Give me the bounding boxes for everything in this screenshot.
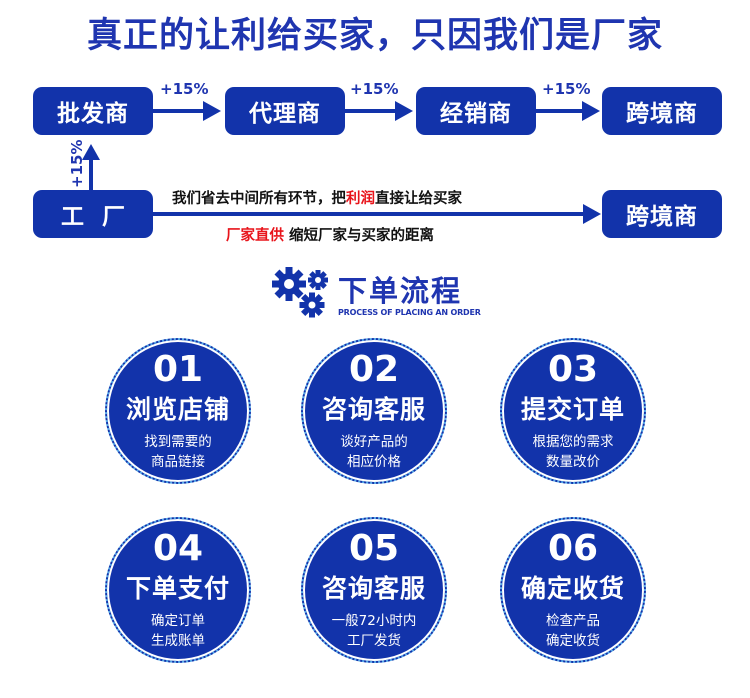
step-desc: 检查产品确定收货 xyxy=(502,611,644,651)
step-desc-line2: 工厂发货 xyxy=(347,633,401,649)
step-desc-line2: 确定收货 xyxy=(546,633,600,649)
factory-direct-highlight: 厂家直供 xyxy=(226,228,284,244)
step-circle-5: 05 咨询客服 一般72小时内工厂发货 xyxy=(301,517,447,663)
direct-text-after: 直接让给买家 xyxy=(375,191,462,207)
step-desc: 确定订单生成账单 xyxy=(107,611,249,651)
step-circle-4: 04 下单支付 确定订单生成账单 xyxy=(105,517,251,663)
page-headline: 真正的让利给买家，只因我们是厂家 xyxy=(86,16,663,56)
step-desc: 谈好产品的相应价格 xyxy=(303,432,445,472)
step-desc: 根据您的需求数量改价 xyxy=(502,432,644,472)
box-crossborder-top: 跨境商 xyxy=(602,87,722,135)
step-desc-line2: 商品链接 xyxy=(151,454,205,470)
step-title: 确定收货 xyxy=(520,574,625,603)
step-desc-line1: 根据您的需求 xyxy=(532,434,614,450)
step-desc-line2: 相应价格 xyxy=(347,454,401,470)
direct-line-bottom: 厂家直供 缩短厂家与买家的距离 xyxy=(226,224,434,245)
box-crossborder-bottom: 跨境商 xyxy=(602,190,722,238)
section-title: 下单流程 PROCESS OF PLACING AN ORDER xyxy=(270,262,510,322)
step-number: 01 xyxy=(152,349,204,390)
step-number: 02 xyxy=(348,349,400,390)
arrow-right-icon xyxy=(153,101,221,121)
step-number: 06 xyxy=(547,528,599,569)
box-distributor: 经销商 xyxy=(416,87,536,135)
step-title: 咨询客服 xyxy=(321,395,426,424)
profit-highlight: 利润 xyxy=(346,191,375,207)
step-title: 提交订单 xyxy=(520,395,625,424)
direct-text-before: 我们省去中间所有环节，把 xyxy=(172,191,346,207)
direct-arrow-icon xyxy=(153,204,601,224)
step-desc-line1: 检查产品 xyxy=(546,613,600,629)
markup-label: +15% xyxy=(160,80,209,98)
step-desc: 一般72小时内工厂发货 xyxy=(303,611,445,651)
step-desc-line1: 确定订单 xyxy=(151,613,205,629)
box-factory: 工厂 xyxy=(33,190,153,238)
markup-label: +15% xyxy=(350,80,399,98)
arrow-right-icon xyxy=(345,101,413,121)
step-number: 03 xyxy=(547,349,599,390)
step-circle-1: 01 浏览店铺 找到需要的商品链接 xyxy=(105,338,251,484)
box-wholesaler: 批发商 xyxy=(33,87,153,135)
step-desc-line2: 数量改价 xyxy=(546,454,600,470)
step-number: 04 xyxy=(152,528,204,569)
step-title: 咨询客服 xyxy=(321,574,426,603)
gears-icon xyxy=(272,267,328,318)
step-desc-line1: 找到需要的 xyxy=(144,434,212,450)
step-title: 下单支付 xyxy=(125,574,230,603)
markup-label: +15% xyxy=(542,80,591,98)
arrow-up-icon xyxy=(82,144,100,190)
section-title-cn: 下单流程 xyxy=(338,274,463,308)
step-desc-line2: 生成账单 xyxy=(151,633,205,649)
step-number: 05 xyxy=(348,528,400,569)
section-subtitle-en: PROCESS OF PLACING AN ORDER xyxy=(338,308,481,317)
step-desc-line1: 谈好产品的 xyxy=(340,434,408,450)
box-agent: 代理商 xyxy=(225,87,345,135)
step-circle-6: 06 确定收货 检查产品确定收货 xyxy=(500,517,646,663)
step-title: 浏览店铺 xyxy=(125,395,230,424)
step-desc-line1: 一般72小时内 xyxy=(331,613,417,629)
arrow-right-icon xyxy=(536,101,600,121)
step-circle-3: 03 提交订单 根据您的需求数量改价 xyxy=(500,338,646,484)
shorten-distance-text: 缩短厂家与买家的距离 xyxy=(284,228,435,244)
step-circle-2: 02 咨询客服 谈好产品的相应价格 xyxy=(301,338,447,484)
step-desc: 找到需要的商品链接 xyxy=(107,432,249,472)
markup-label-vertical: +15% xyxy=(68,139,86,188)
direct-line-top: 我们省去中间所有环节，把利润直接让给买家 xyxy=(172,187,462,208)
